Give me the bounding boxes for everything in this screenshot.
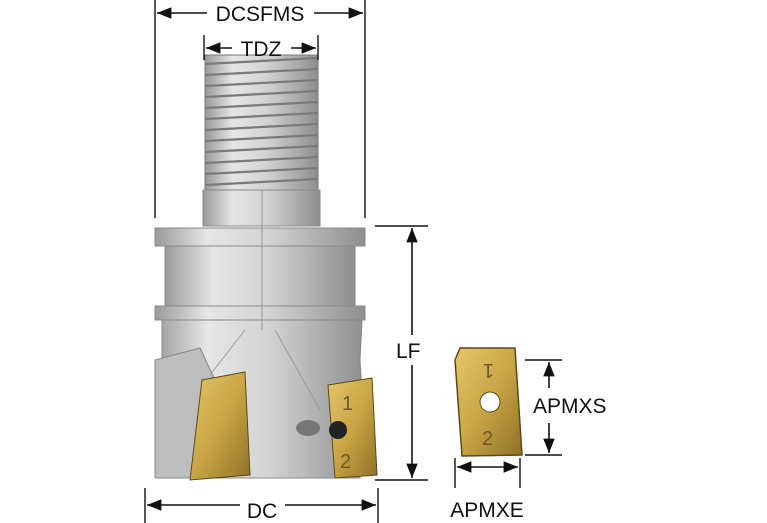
label-apmxe: APMXE xyxy=(450,499,524,522)
dimension-apmxe: APMXE xyxy=(450,461,524,522)
dimension-dcsfms: DCSFMS xyxy=(157,3,363,26)
label-dc: DC xyxy=(247,500,277,523)
label-dcsfms: DCSFMS xyxy=(216,3,305,26)
insert-detail-marking-2: 2 xyxy=(482,428,493,450)
screw-icon xyxy=(329,421,347,439)
cutter-body: 1 2 xyxy=(154,54,378,481)
label-apmxs: APMXS xyxy=(533,395,607,418)
insert-detail: 1 2 xyxy=(454,347,523,457)
label-tdz: TDZ xyxy=(241,38,282,61)
extension-lines xyxy=(144,0,562,523)
insert-right xyxy=(327,377,378,479)
dimension-dc: DC xyxy=(147,499,376,523)
insert-marking-1: 1 xyxy=(342,393,353,415)
label-lf: LF xyxy=(396,340,421,363)
dimension-apmxs: APMXS xyxy=(533,362,607,453)
dimension-tdz: TDZ xyxy=(206,38,316,61)
dimension-lf: LF xyxy=(396,228,421,478)
insert-marking-2: 2 xyxy=(340,451,351,473)
insert-left xyxy=(189,371,251,481)
insert-detail-marking-1: 1 xyxy=(483,359,494,381)
